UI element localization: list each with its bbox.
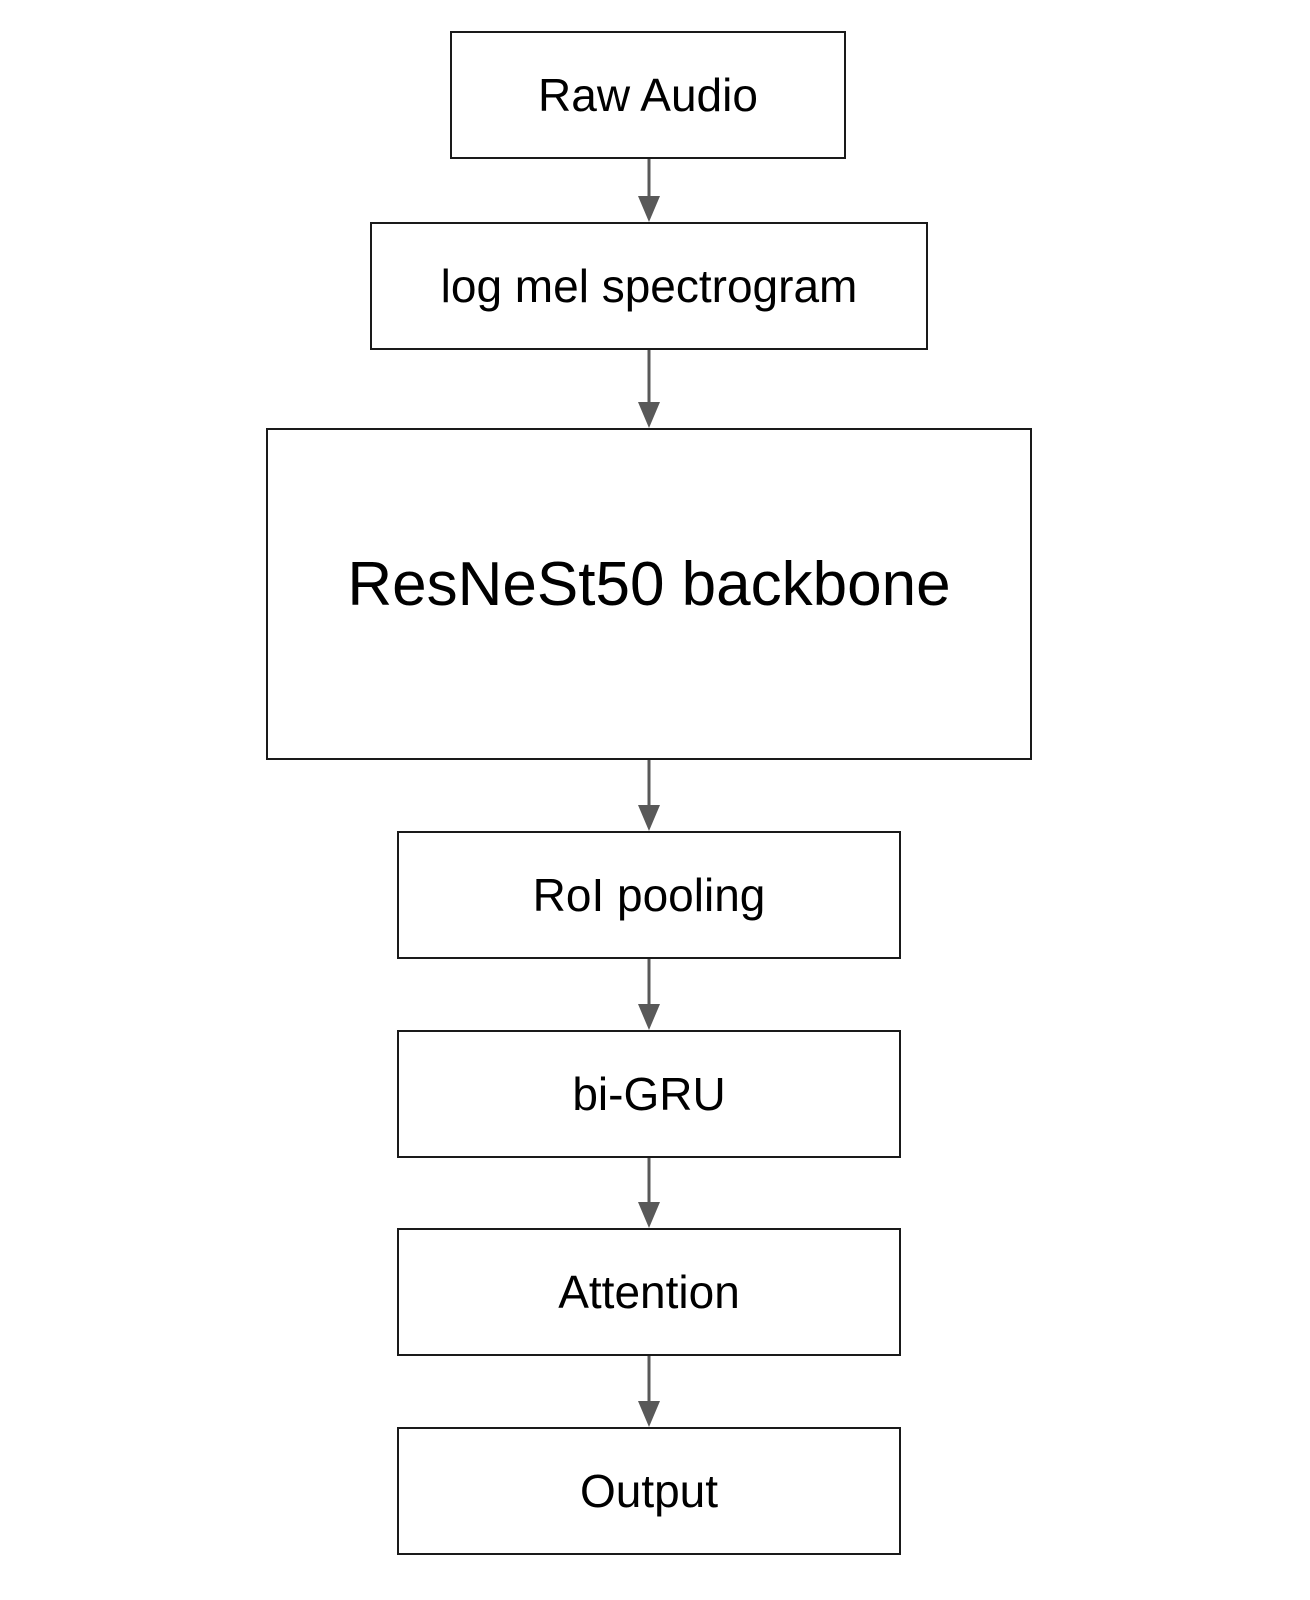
node-output: Output [397, 1427, 901, 1555]
node-log-mel-spectrogram: log mel spectrogram [370, 222, 928, 350]
arrow-log-mel-spectrogram-to-resnest50-backbone [638, 350, 660, 428]
arrow-head [638, 402, 660, 428]
arrow-roi-pooling-to-bi-gru [638, 959, 660, 1030]
node-roi-pooling: RoI pooling [397, 831, 901, 959]
node-label: Raw Audio [538, 69, 758, 121]
node-resnest50-backbone: ResNeSt50 backbone [266, 428, 1032, 760]
node-label: ResNeSt50 backbone [347, 550, 951, 619]
arrow-head [638, 1202, 660, 1228]
node-bi-gru: bi-GRU [397, 1030, 901, 1158]
node-label: RoI pooling [532, 869, 766, 921]
node-raw-audio: Raw Audio [450, 31, 846, 159]
node-label: Output [579, 1465, 719, 1517]
arrow-resnest50-backbone-to-roi-pooling [638, 760, 660, 831]
node-label: Attention [558, 1266, 740, 1318]
arrow-head [638, 1401, 660, 1427]
arrow-head [638, 1004, 660, 1030]
node-attention: Attention [397, 1228, 901, 1356]
arrow-bi-gru-to-attention [638, 1158, 660, 1228]
node-label: bi-GRU [572, 1068, 726, 1120]
arrow-head [638, 196, 660, 222]
arrow-raw-audio-to-log-mel-spectrogram [638, 159, 660, 222]
arrow-head [638, 805, 660, 831]
node-label: log mel spectrogram [440, 260, 858, 312]
arrow-attention-to-output [638, 1356, 660, 1427]
